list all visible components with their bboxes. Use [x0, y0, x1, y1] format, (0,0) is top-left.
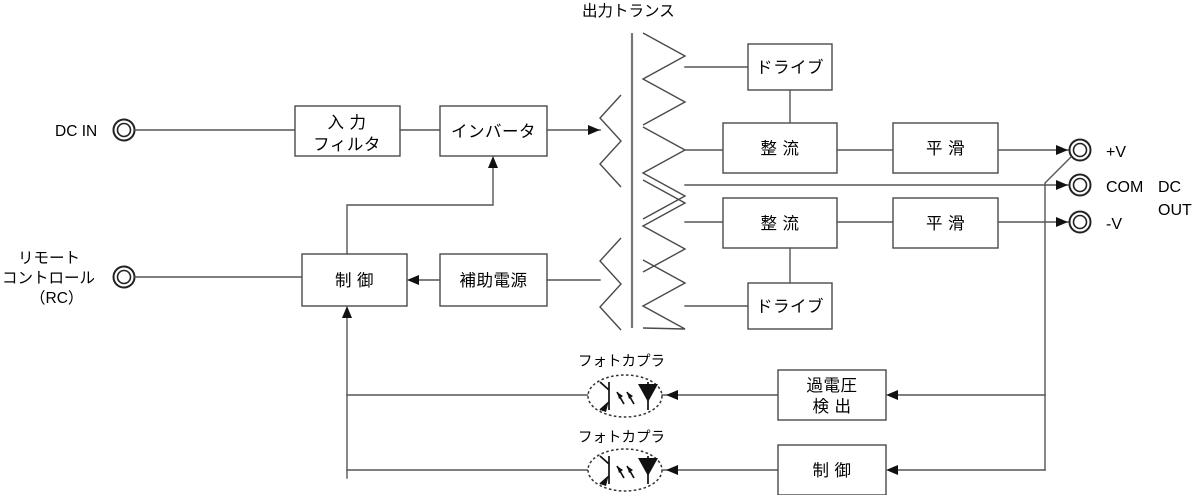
arrow-feedback-to-control	[342, 306, 352, 318]
block-overvoltage-detect: 過電圧 検 出	[777, 369, 887, 421]
terminal-label-negative: -V	[1106, 216, 1122, 233]
transformer-secondary-3	[641, 179, 687, 273]
input-filter-label-2: フィルタ	[313, 135, 381, 154]
remote-label-line1: リモート	[18, 250, 80, 267]
remote-control-terminal[interactable]	[112, 265, 136, 289]
terminal-negative-output[interactable]	[1068, 210, 1092, 234]
photocoupler-upper	[587, 374, 663, 418]
transformer-aux-winding	[599, 237, 622, 331]
block-rectifier-bottom: 整 流	[722, 197, 838, 249]
terminal-label-positive: +V	[1106, 144, 1126, 161]
remote-label-line2: コントロール	[2, 270, 95, 287]
aux-power-label: 補助電源	[460, 271, 528, 290]
photocoupler-upper-label: フォトカプラ	[578, 353, 665, 370]
terminal-label-common: COM	[1106, 179, 1143, 196]
photocoupler-lower-label: フォトカプラ	[578, 429, 665, 446]
photocoupler-lower	[587, 448, 663, 492]
inverter-label: インバータ	[451, 122, 536, 141]
block-drive-bottom: ドライブ	[747, 282, 833, 330]
arrow-to-minus-terminal	[1056, 217, 1068, 227]
transformer-secondary-4	[641, 259, 687, 330]
dc-in-label: DC IN	[55, 123, 97, 140]
block-input-filter: 入 力 フィルタ	[294, 105, 401, 157]
block-inverter: インバータ	[439, 105, 548, 157]
overvoltage-label-1: 過電圧	[807, 376, 858, 395]
arrow-sense-to-controlfb	[886, 465, 898, 475]
arrow-controlfb-to-opto-lower	[666, 465, 678, 475]
terminal-common-output[interactable]	[1068, 173, 1092, 197]
arrow-sense-to-ovp	[886, 390, 898, 400]
dc-out-label-1: DC	[1158, 179, 1181, 196]
terminal-positive-output[interactable]	[1068, 138, 1092, 162]
arrow-to-com-terminal	[1056, 180, 1068, 190]
block-aux-power: 補助電源	[439, 253, 548, 307]
wire-output-sense-bus	[1044, 156, 1072, 471]
transformer-primary-winding	[599, 94, 622, 188]
dc-out-label-2: OUT	[1158, 202, 1192, 219]
block-smoothing-top: 平 滑	[892, 122, 999, 174]
transformer-secondary-1	[641, 32, 687, 126]
block-control-main: 制 御	[301, 253, 408, 307]
remote-label-line3: （RC）	[30, 290, 83, 307]
smoothing-top-label: 平 滑	[926, 139, 965, 158]
block-drive-top: ドライブ	[747, 43, 833, 91]
control-feedback-label: 制 御	[812, 461, 851, 480]
overvoltage-label-2: 検 出	[812, 397, 851, 416]
diagram-title: 出力トランス	[582, 2, 675, 20]
arrow-ovp-to-opto-upper	[666, 390, 678, 400]
block-smoothing-bottom: 平 滑	[892, 197, 999, 249]
rectifier-bottom-label: 整 流	[760, 214, 799, 233]
block-rectifier-top: 整 流	[722, 122, 838, 174]
wire-control-to-inverter	[346, 159, 494, 255]
input-filter-label-1: 入 力	[327, 113, 366, 132]
arrow-inverter-to-transformer	[588, 125, 600, 135]
smoothing-bottom-label: 平 滑	[926, 214, 965, 233]
drive-top-label: ドライブ	[756, 57, 824, 77]
dc-in-terminal[interactable]	[112, 118, 136, 142]
control-main-label: 制 御	[335, 271, 374, 290]
drive-bottom-label: ドライブ	[756, 296, 824, 316]
arrow-control-to-inverter	[488, 156, 498, 168]
arrow-aux-to-control	[407, 275, 419, 285]
block-control-feedback: 制 御	[777, 444, 887, 495]
rectifier-top-label: 整 流	[760, 139, 799, 158]
arrow-to-plus-terminal	[1056, 145, 1068, 155]
transformer-secondary-2	[641, 126, 687, 220]
